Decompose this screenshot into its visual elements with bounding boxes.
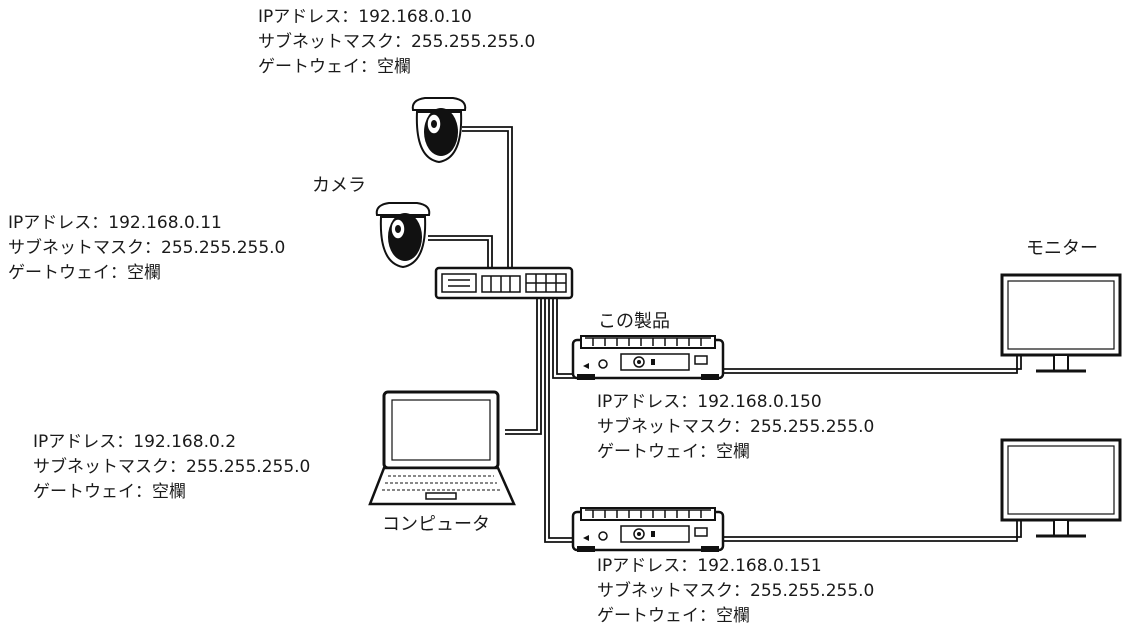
ip-address: IPアドレス：192.168.0.11: [8, 213, 222, 233]
gateway: ゲートウェイ：空欄: [258, 57, 411, 77]
subnet-mask: サブネットマスク：255.255.255.0: [597, 417, 875, 437]
monitor-label: モニター: [1026, 238, 1098, 259]
computer-settings: IPアドレス：192.168.0.2 サブネットマスク：255.255.255.…: [33, 430, 310, 505]
camera-label: カメラ: [312, 175, 366, 196]
product-2-settings: IPアドレス：192.168.0.151 サブネットマスク：255.255.25…: [597, 554, 874, 629]
monitor-2-icon: [1000, 438, 1122, 538]
camera-1-settings: IPアドレス：192.168.0.10 サブネットマスク：255.255.255…: [258, 5, 535, 80]
gateway: ゲートウェイ：空欄: [597, 442, 750, 462]
gateway: ゲートウェイ：空欄: [33, 482, 186, 502]
camera-1-icon: [411, 97, 467, 163]
product-1-icon: [571, 334, 725, 382]
subnet-mask: サブネットマスク：255.255.255.0: [8, 238, 286, 258]
ip-address: IPアドレス：192.168.0.10: [258, 7, 472, 27]
network-switch: [434, 266, 574, 300]
computer-label: コンピュータ: [382, 514, 490, 535]
product-label: この製品: [598, 311, 670, 332]
gateway: ゲートウェイ：空欄: [597, 606, 750, 626]
monitor-1-icon: [1000, 273, 1122, 373]
product-1-settings: IPアドレス：192.168.0.150 サブネットマスク：255.255.25…: [597, 390, 874, 465]
subnet-mask: サブネットマスク：255.255.255.0: [33, 457, 311, 477]
ip-address: IPアドレス：192.168.0.150: [597, 392, 822, 412]
subnet-mask: サブネットマスク：255.255.255.0: [258, 32, 536, 52]
camera-2-settings: IPアドレス：192.168.0.11 サブネットマスク：255.255.255…: [8, 211, 285, 286]
ip-address: IPアドレス：192.168.0.151: [597, 556, 822, 576]
laptop-icon: [368, 390, 516, 506]
camera-2-icon: [375, 202, 431, 268]
subnet-mask: サブネットマスク：255.255.255.0: [597, 581, 875, 601]
ip-address: IPアドレス：192.168.0.2: [33, 432, 237, 452]
product-2-icon: [571, 506, 725, 554]
gateway: ゲートウェイ：空欄: [8, 263, 161, 283]
